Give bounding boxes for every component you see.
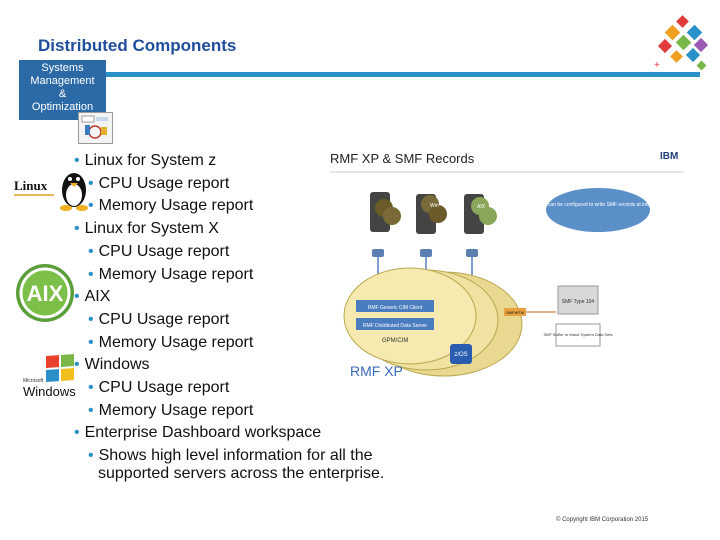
bullet-list: •Linux for System z •CPU Usage report •M… — [70, 150, 384, 486]
rmf-xp-diagram: RMF XP & SMF Records IBM SMF XP can be c… — [330, 151, 684, 379]
svg-text:Windows: Windows — [23, 384, 76, 399]
list-item: •CPU Usage report — [88, 174, 230, 192]
aix-logo: AIX — [16, 264, 74, 322]
svg-text:Linux: Linux — [14, 178, 48, 193]
list-item: •Memory Usage report — [88, 197, 254, 215]
list-item: •Windows — [74, 356, 150, 374]
decorative-diamonds-icon: + — [654, 15, 709, 71]
svg-text:Win: Win — [430, 203, 439, 209]
svg-text:SMFWTM: SMFWTM — [506, 310, 524, 315]
list-item: •AIX — [74, 288, 111, 306]
server-icons — [370, 192, 497, 234]
copyright-notice: © Copyright IBM Corporation 2015 — [556, 517, 649, 523]
list-item: •CPU Usage report — [88, 379, 230, 397]
svg-text:RMF Distributed Data Server: RMF Distributed Data Server — [363, 323, 428, 329]
tile-line: & — [58, 88, 67, 100]
svg-text:RMF XP & SMF Records: RMF XP & SMF Records — [330, 151, 475, 166]
list-item: •CPU Usage report — [88, 242, 230, 260]
list-item: •CPU Usage report — [88, 310, 230, 328]
tile-thumbnail-icon — [78, 112, 113, 144]
tile-line: Systems — [41, 62, 84, 74]
svg-text:AIX: AIX — [27, 281, 64, 306]
svg-text:AIX: AIX — [477, 204, 486, 210]
list-item: •Enterprise Dashboard workspace — [74, 424, 322, 442]
title-rule — [100, 72, 700, 77]
svg-text:z/OS: z/OS — [454, 352, 467, 358]
tile-line: Management — [30, 75, 95, 87]
list-item: •Shows high level information for all th… — [88, 447, 373, 465]
slide-title: Distributed Components — [38, 36, 237, 55]
svg-text:SMF XP can be configured to wr: SMF XP can be configured to write SMF re… — [528, 202, 668, 208]
svg-text:+: + — [654, 60, 660, 71]
svg-text:SMF Type 104: SMF Type 104 — [562, 299, 595, 305]
list-item-continuation: supported servers across the enterprise. — [98, 464, 385, 482]
list-item: •Memory Usage report — [88, 265, 254, 283]
svg-text:RMF Generic CIM Client: RMF Generic CIM Client — [368, 305, 423, 311]
list-item: •Linux for System X — [74, 220, 219, 238]
list-item: •Memory Usage report — [88, 401, 254, 419]
svg-text:IBM: IBM — [660, 151, 678, 162]
list-item: •Memory Usage report — [88, 333, 254, 351]
svg-text:RMF XP: RMF XP — [350, 363, 403, 379]
svg-text:Microsoft: Microsoft — [23, 378, 44, 384]
list-item: •Linux for System z — [74, 152, 217, 169]
svg-text:GPM/CIM: GPM/CIM — [382, 338, 408, 344]
linux-logo: Linux — [14, 173, 88, 211]
svg-text:SMF Buffer or Mand System Data: SMF Buffer or Mand System Data Sets — [543, 332, 612, 337]
section-tile: Systems Management & Optimization — [19, 60, 106, 120]
tile-line: Optimization — [31, 101, 94, 113]
windows-logo: Microsoft Windows — [23, 354, 76, 399]
